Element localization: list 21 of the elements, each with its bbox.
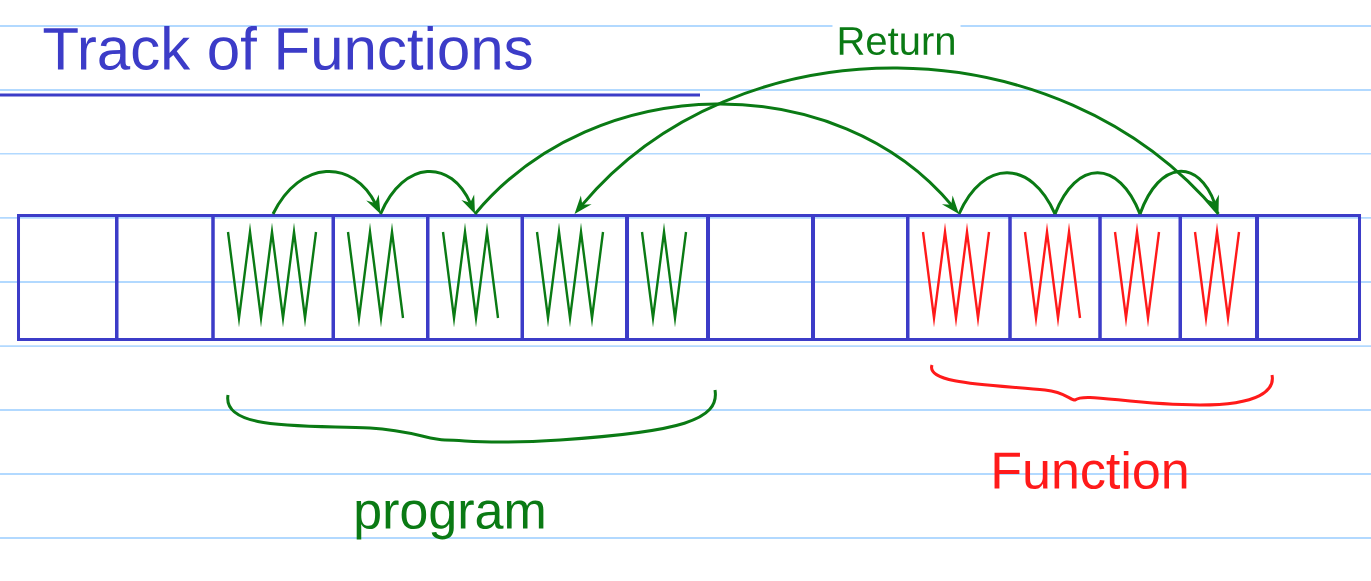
tape-cell — [426, 214, 524, 341]
tape-cell — [626, 214, 709, 341]
brace-label: program — [356, 500, 544, 540]
arrow — [379, 170, 475, 215]
tape-cell — [211, 214, 335, 341]
tape-cell — [332, 214, 429, 341]
tape-cell — [1179, 214, 1258, 341]
arrow — [1138, 170, 1219, 215]
arrow — [271, 170, 381, 215]
tape-cell — [17, 214, 118, 341]
tape-cell — [1098, 214, 1182, 341]
title: Track of Functions — [43, 25, 532, 71]
tape-cell — [1256, 214, 1361, 341]
tape-cell — [115, 214, 215, 341]
brace-label: Function — [994, 450, 1187, 490]
tape-cell — [906, 214, 1012, 341]
tape-cell — [521, 214, 628, 341]
tape-cell — [707, 214, 814, 341]
tape-cell — [812, 214, 909, 341]
tape-cell — [1008, 214, 1102, 341]
edge-label: Return — [832, 23, 961, 60]
